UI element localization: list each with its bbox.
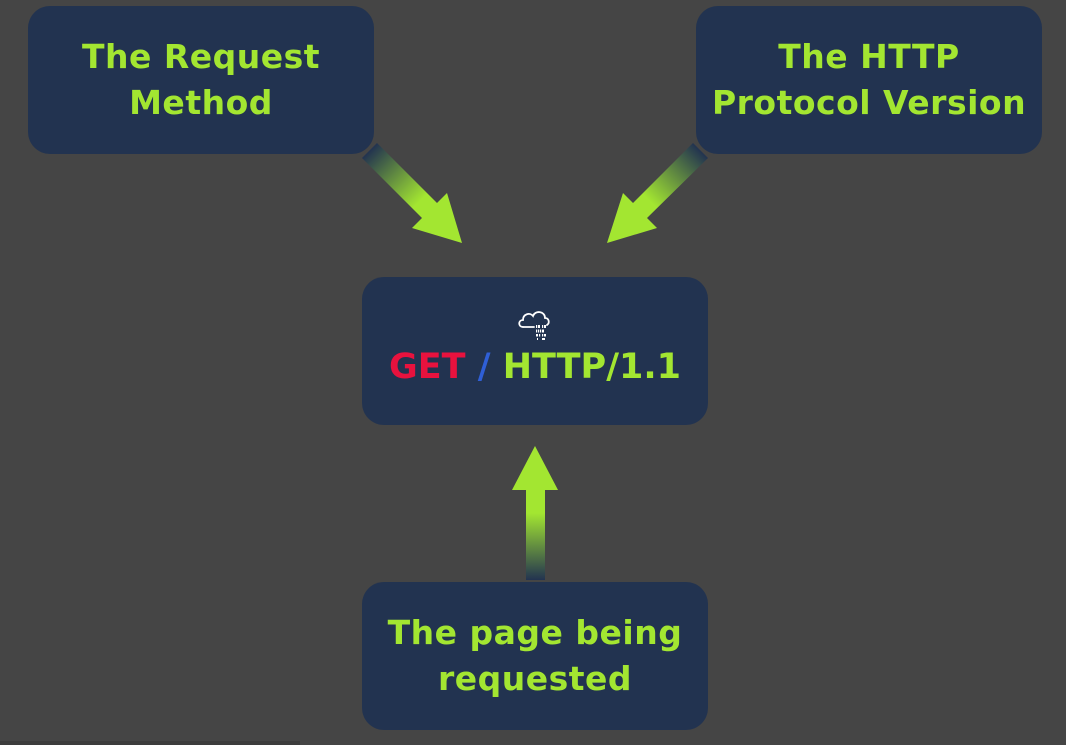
- request-method-text: GET: [389, 347, 466, 387]
- request-method-box: The Request Method: [28, 6, 374, 154]
- request-line-box: GET / HTTP/1.1: [362, 277, 708, 425]
- request-version-text: HTTP/1.1: [502, 347, 681, 387]
- protocol-version-label: The HTTP Protocol Version: [712, 34, 1026, 126]
- requested-page-label-line-1: The page being: [387, 613, 683, 652]
- request-method-label-line-2: Method: [129, 83, 273, 122]
- request-line: GET / HTTP/1.1: [389, 347, 681, 387]
- requested-page-box: The page being requested: [362, 582, 708, 730]
- cloud-binary-icon: [518, 311, 550, 340]
- request-method-label-line-1: The Request: [81, 37, 321, 76]
- requested-page-label-line-2: requested: [437, 659, 633, 698]
- arrow-page-to-request: [512, 446, 558, 580]
- bottom-edge-strip: [0, 741, 300, 745]
- requested-page-label: The page being requested: [388, 610, 683, 702]
- arrow-protocol-to-request: [607, 143, 708, 243]
- request-method-label: The Request Method: [82, 34, 320, 126]
- arrow-method-to-request: [362, 143, 462, 243]
- request-path-text: /: [477, 347, 491, 387]
- protocol-version-label-line-2: Protocol Version: [711, 83, 1027, 122]
- protocol-version-label-line-1: The HTTP: [778, 37, 960, 76]
- protocol-version-box: The HTTP Protocol Version: [696, 6, 1042, 154]
